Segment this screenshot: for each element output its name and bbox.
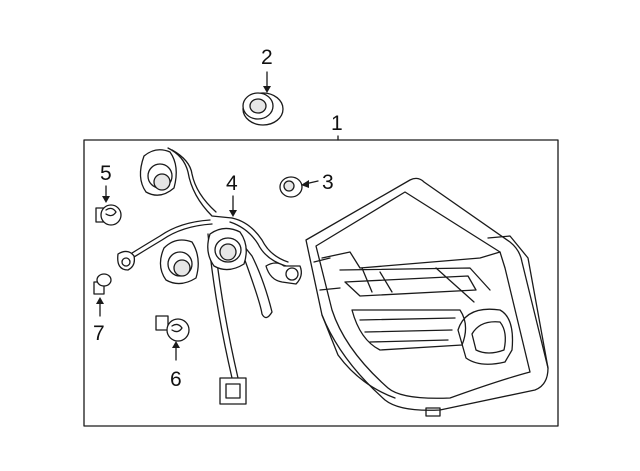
bulb-part-7 bbox=[93, 273, 112, 295]
grommet-part-2 bbox=[242, 92, 284, 126]
socket-upper bbox=[139, 149, 177, 196]
callout-4: 4 bbox=[226, 172, 238, 195]
bulb-part-6 bbox=[155, 315, 190, 342]
tail-lamp-assembly bbox=[305, 177, 549, 417]
callout-3: 3 bbox=[322, 171, 334, 194]
callout-1: 1 bbox=[331, 112, 343, 135]
callout-5: 5 bbox=[100, 162, 112, 185]
callout-7: 7 bbox=[93, 322, 105, 345]
bulb-part-5 bbox=[95, 204, 122, 226]
callout-2: 2 bbox=[261, 46, 273, 69]
socket-small-left bbox=[117, 250, 136, 271]
socket-middle bbox=[159, 239, 199, 285]
nut-part-3 bbox=[279, 176, 303, 198]
assembly-frame bbox=[83, 139, 559, 427]
socket-right bbox=[207, 227, 247, 271]
callout-6: 6 bbox=[170, 368, 182, 391]
